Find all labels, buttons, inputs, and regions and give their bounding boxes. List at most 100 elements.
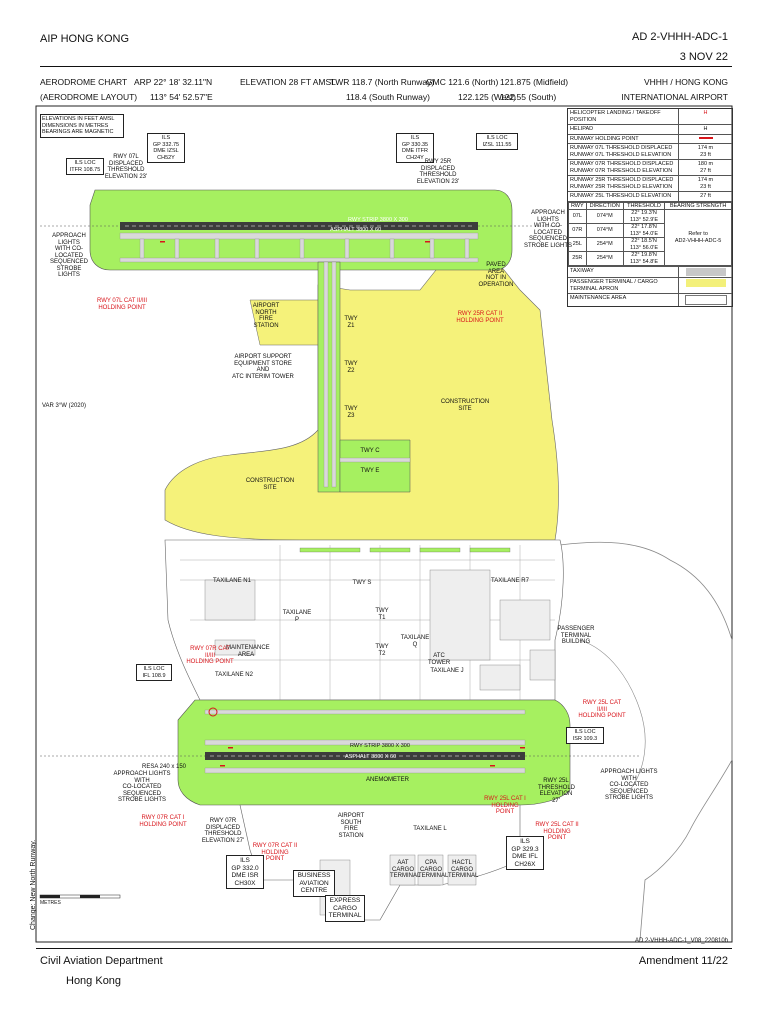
doc-id: AD 2-VHHH-ADC-1	[632, 31, 728, 43]
hp-25l-cat2-label: RWY 25L CAT II HOLDING POINT	[535, 822, 579, 841]
twy-c-label: TWY C	[360, 448, 380, 454]
ils-loc-s-e: ILS LOC ISR 109.3	[566, 727, 604, 744]
scale-bar	[39, 894, 121, 899]
twy-t1-label: TWY T1	[375, 608, 389, 621]
construction-label-2: CONSTRUCTION SITE	[245, 478, 295, 491]
arp-lat: ARP 22° 18' 32.11"N	[134, 77, 213, 87]
legend-apron-row: PASSENGER TERMINAL / CARGO TERMINAL APRO…	[568, 278, 732, 294]
amendment: Amendment 11/22	[638, 955, 728, 967]
appr-lights-sw: APPROACH LIGHTS WITH CO-LOCATED SEQUENCE…	[113, 771, 171, 803]
hp-07r-label: RWY 07R CAT I HOLDING POINT	[139, 815, 187, 828]
airport-name: VHHH / HONG KONG	[643, 77, 728, 87]
business-aviation-label: BUSINESS AVIATION CENTRE	[293, 870, 335, 897]
hp-25r-label: RWY 25R CAT II HOLDING POINT	[456, 311, 504, 324]
twy-z2-label: TWY Z2	[344, 361, 358, 374]
units-note: ELEVATIONS IN FEET AMSL DIMENSIONS IN ME…	[40, 114, 124, 138]
magnetic-variation: VAR 3°W (2020)	[42, 403, 86, 409]
legend-label: RUNWAY 07R THRESHOLD DISPLACED RUNWAY 07…	[568, 160, 679, 175]
table-header-row: RWY DIRECTION THRESHOLD BEARING STRENGTH	[568, 201, 732, 210]
ils-loc-n-w: ILS LOC ITFR 108.75	[66, 158, 104, 175]
twy-c	[339, 457, 411, 463]
south-parallel-twy-s	[204, 767, 526, 774]
taxilane-n2-label: TAXILANE N2	[215, 672, 253, 678]
doc-date: 3 NOV 22	[679, 51, 728, 63]
elevation: ELEVATION 28 FT AMSL	[240, 77, 336, 87]
twy-z1-label: TWY Z1	[344, 316, 358, 329]
north-parallel-twy	[119, 232, 479, 240]
legend-label: TAXIWAY	[568, 267, 679, 277]
cell-threshold: 22° 18.5'N 113° 56.0'E	[622, 237, 666, 252]
maintenance-area-label: MAINTENANCE AREA	[226, 645, 270, 658]
col-rwy: RWY	[568, 201, 587, 210]
map-frame	[35, 105, 733, 943]
appr-lights-se: APPROACH LIGHTS WITH CO-LOCATED SEQUENCE…	[600, 769, 658, 801]
twy-z3-label: TWY Z3	[344, 406, 358, 419]
south-parallel-twy-n	[204, 739, 526, 746]
aip-title: AIP HONG KONG	[40, 33, 130, 45]
cell-direction: 074°M	[585, 223, 624, 238]
gmc-midfield: 121.875 (Midfield)	[500, 77, 569, 87]
hactl-cargo-label: HACTL CARGO TERMINAL	[448, 860, 479, 879]
legend-label: PASSENGER TERMINAL / CARGO TERMINAL APRO…	[568, 278, 679, 293]
legend-value: 174 m 23 ft	[697, 177, 714, 190]
pax-terminal-label: PASSENGER TERMINAL BUILDING	[557, 626, 595, 645]
footer-rule	[36, 948, 732, 949]
change-note: Change: New North Runway.	[30, 839, 37, 930]
col-threshold: THRESHOLD	[622, 201, 666, 210]
cell-direction: 254°M	[585, 251, 624, 266]
legend-label: RUNWAY 25L THRESHOLD ELEVATION	[568, 192, 679, 201]
anemometer-label: ANEMOMETER	[366, 777, 410, 783]
cell-threshold: 22° 19.8'N 113° 54.8'E	[622, 251, 666, 266]
taxilane-p-label: TAXILANE P	[282, 610, 312, 623]
helicopter-icon: H	[703, 110, 708, 116]
holding-point-symbol	[679, 135, 732, 144]
cell-direction: 254°M	[585, 237, 624, 252]
legend-label: RUNWAY 25R THRESHOLD DISPLACED RUNWAY 25…	[568, 176, 679, 191]
cell-threshold: 22° 17.8'N 113° 54.0'E	[622, 223, 666, 238]
coastline-inner	[579, 639, 646, 791]
cell-rwy: 25R	[568, 251, 587, 266]
legend-row: RUNWAY 25R THRESHOLD DISPLACED RUNWAY 25…	[568, 176, 732, 192]
taxilane-j-label: TAXILANE J	[430, 668, 464, 674]
ils-gp-s-e: ILS GP 329.3 DME IFL CH26X	[506, 836, 544, 870]
construction-area	[164, 261, 559, 541]
twy-z1	[323, 261, 329, 488]
south-runway-strip-label: RWY STRIP 3800 X 300	[350, 743, 410, 749]
rwy25l-elev-note: RWY 25L THRESHOLD ELEVATION 27'	[538, 778, 576, 804]
ils-loc-s-w: ILS LOC IFL 108.9	[136, 664, 172, 681]
hp-07r-cat1-label: RWY 07R CAT II HOLDING POINT	[252, 843, 298, 862]
thr25r-note: RWY 25R DISPLACED THRESHOLD ELEVATION 23…	[416, 159, 460, 185]
taxilane-l-label: TAXILANE L	[413, 826, 447, 832]
scale-label: METRES	[40, 900, 61, 906]
arp-lon: 113° 54' 52.57"E	[150, 92, 213, 102]
legend-label: HELICOPTER LANDING / TAKEOFF POSITION	[568, 109, 679, 124]
cpa-cargo-label: CPA CARGO TERMINAL	[418, 860, 449, 879]
twy-z-grass	[317, 261, 341, 493]
gmc-north: GMC 121.6 (North)	[426, 77, 499, 87]
legend-label: HELIPAD	[568, 125, 679, 134]
apron-swatch	[679, 278, 732, 293]
col-bearing: BEARING STRENGTH	[664, 201, 732, 210]
helipad-icon: H	[703, 126, 708, 132]
twr-north: TWR 118.7 (North Runway)	[330, 77, 435, 87]
atc-tower-label: ATC TOWER	[428, 653, 451, 666]
construction-label-1: CONSTRUCTION SITE	[440, 399, 490, 412]
legend-row: RUNWAY 07R THRESHOLD DISPLACED RUNWAY 07…	[568, 160, 732, 176]
legend-value: 180 m 27 ft	[697, 161, 714, 174]
airport-name-2: INTERNATIONAL AIRPORT	[621, 92, 728, 102]
taxilane-n1-label: TAXILANE N1	[213, 578, 251, 584]
legend-label: RUNWAY HOLDING POINT	[568, 134, 679, 143]
col-direction: DIRECTION	[585, 201, 624, 210]
twy-t2-label: TWY T2	[375, 644, 389, 657]
apron-grass-strips	[299, 547, 511, 553]
twy-c-area	[339, 439, 411, 493]
chart-title: AERODROME CHART	[40, 77, 128, 87]
air-cargo-label: AAT CARGO TERMINAL	[390, 860, 421, 879]
north-parallel-twy-2	[119, 257, 479, 263]
appr-lights-nw: APPROACH LIGHTS WITH CO-LOCATED SEQUENCE…	[49, 233, 88, 278]
taxiway-swatch	[679, 267, 732, 277]
express-cargo-label: EXPRESS CARGO TERMINAL	[325, 895, 365, 922]
cargo-area	[239, 804, 521, 921]
